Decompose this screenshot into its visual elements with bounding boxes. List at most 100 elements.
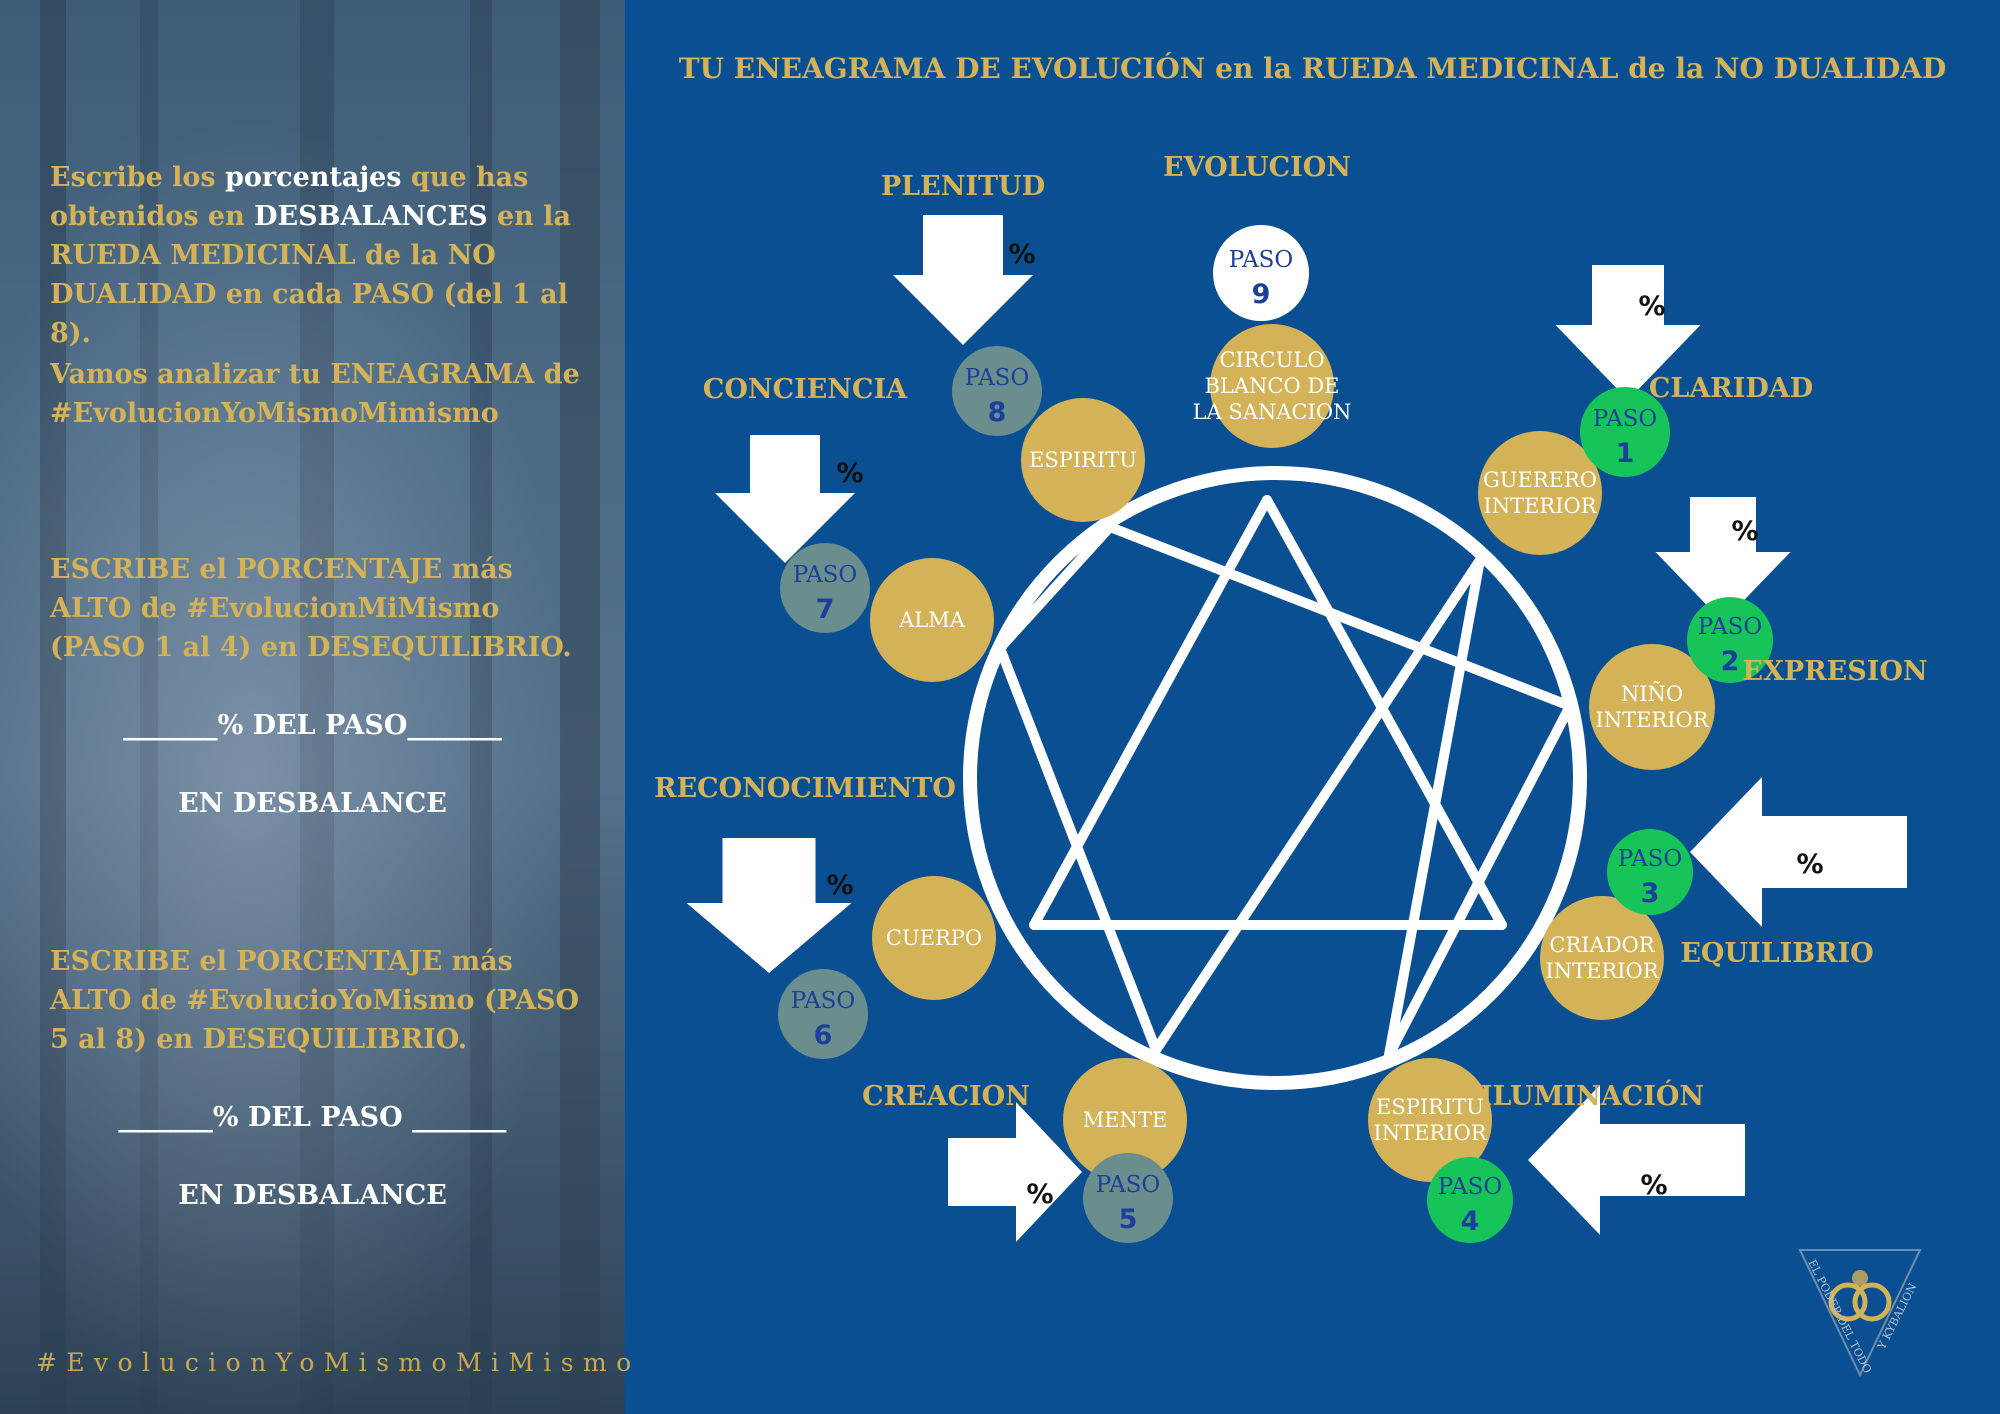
- paso-number-step-2: 2: [1721, 646, 1740, 677]
- center-text-step-3: INTERIOR: [1545, 959, 1659, 983]
- paso-word-step-1: PASO: [1593, 406, 1658, 432]
- center-circle-step-1: [1478, 431, 1602, 555]
- hashtag-footer: #EvolucionYoMismoMiMismo: [36, 1348, 641, 1377]
- hexad-line: [995, 522, 1115, 653]
- paso-number-step-9: 9: [1252, 279, 1271, 310]
- logo-ring-right: [1852, 1282, 1892, 1322]
- center-circle-step-4: [1368, 1058, 1492, 1182]
- center-text-step-4: ESPIRITU: [1376, 1095, 1484, 1119]
- percent-step-5: %: [1026, 1179, 1053, 1210]
- paso-circle-step-2: [1687, 597, 1773, 683]
- hexad-line: [1151, 555, 1485, 1055]
- paso-circle-step-5: [1083, 1153, 1173, 1243]
- hexad-line: [1105, 522, 1575, 711]
- arrow-step-3: [1690, 777, 1907, 927]
- paso-word-step-8: PASO: [965, 365, 1030, 391]
- block2-fill-line: _______% DEL PASO _______: [118, 1102, 507, 1133]
- center-text-step-1: GUERERO: [1483, 468, 1597, 492]
- center-text-step-7: ALMA: [898, 608, 966, 632]
- center-text-step-8: ESPIRITU: [1029, 448, 1137, 472]
- hexad-line: [1384, 701, 1575, 1060]
- center-text-step-3: CRIADOR: [1549, 933, 1655, 957]
- intro-highlight-percentages: porcentajes: [225, 162, 402, 193]
- enneagram-figure: [963, 466, 1587, 1090]
- center-text-step-6: CUERPO: [886, 926, 982, 950]
- center-text-step-2: INTERIOR: [1595, 708, 1709, 732]
- center-text-step-9: BLANCO DE: [1204, 374, 1339, 398]
- center-text-step-9: CIRCULO: [1219, 348, 1324, 372]
- step-label-9: EVOLUCION: [1163, 152, 1351, 183]
- block1-footer: EN DESBALANCE: [178, 788, 447, 819]
- intro-part: que has obtenidos en: [50, 162, 529, 232]
- intro-highlight-imbalances: DESBALANCES: [254, 201, 488, 232]
- block2-footer: EN DESBALANCE: [178, 1180, 447, 1211]
- step-label-5: CREACION: [862, 1081, 1030, 1112]
- step-label-4: ILUMINACIÓN: [1480, 1078, 1704, 1112]
- paso-number-step-6: 6: [814, 1020, 833, 1051]
- arrow-step-8: [893, 215, 1033, 345]
- enneagram-circle: [963, 466, 1587, 1090]
- percent-step-6: %: [826, 870, 853, 901]
- circles-layer: GUEREROINTERIORPASO1NIÑOINTERIORPASO2CRI…: [778, 225, 1773, 1243]
- paso-number-step-4: 4: [1461, 1206, 1480, 1237]
- intro-text: Escribe los porcentajes que has obtenido…: [50, 158, 590, 353]
- paso-circle-step-8: [952, 346, 1042, 436]
- paso-word-step-9: PASO: [1229, 247, 1294, 273]
- logo-figure-head: [1852, 1270, 1868, 1286]
- percent-step-4: %: [1640, 1170, 1667, 1201]
- hexad-line: [1384, 555, 1485, 1060]
- center-circle-step-9: [1210, 324, 1334, 448]
- intro-part: en la RUEDA MEDICINAL de la NO DUALIDAD …: [50, 201, 571, 349]
- paso-circle-step-6: [778, 969, 868, 1059]
- percent-step-7: %: [836, 458, 863, 489]
- logo-triangle: [1798, 1249, 1922, 1378]
- arrow-step-7: [715, 435, 855, 563]
- paso-word-step-7: PASO: [793, 562, 858, 588]
- center-text-step-9: LA SANACION: [1193, 400, 1352, 424]
- paso-circle-step-3: [1607, 829, 1693, 915]
- paso-circle-step-9: [1213, 225, 1309, 321]
- step-label-1: CLARIDAD: [1649, 373, 1813, 404]
- intro-part: Escribe los: [50, 162, 226, 193]
- percent-step-2: %: [1731, 516, 1758, 547]
- paso-number-step-5: 5: [1119, 1204, 1138, 1235]
- arrow-step-1: [1555, 265, 1701, 400]
- arrow-step-4: [1528, 1085, 1745, 1235]
- labels-layer: CLARIDAD EXPRESION EQUILIBRIO ILUMINACIÓN CR…: [654, 152, 1927, 1112]
- analyze-text: Vamos analizar tu ENEAGRAMA de #Evolucio…: [50, 359, 580, 429]
- center-circle-step-6: [872, 876, 996, 1000]
- paso-word-step-6: PASO: [791, 988, 856, 1014]
- page-title: TU ENEAGRAMA DE EVOLUCIÓN en la RUEDA ME…: [678, 52, 1947, 85]
- paso-circle-step-1: [1580, 387, 1670, 477]
- step-label-8: PLENITUD: [881, 171, 1045, 202]
- percent-step-1: %: [1638, 291, 1665, 322]
- block1-fill-line: _______% DEL PASO_______: [123, 710, 502, 741]
- paso-circle-step-4: [1427, 1157, 1513, 1243]
- center-text-step-1: INTERIOR: [1483, 494, 1597, 518]
- block1-instruction: ESCRIBE el PORCENTAJE más ALTO de #Evolu…: [50, 554, 572, 663]
- paso-word-step-2: PASO: [1698, 614, 1763, 640]
- center-circle-step-8: [1021, 398, 1145, 522]
- center-circle-step-2: [1589, 644, 1715, 770]
- paso-circle-step-7: [780, 543, 870, 633]
- percent-step-8: %: [1008, 239, 1035, 270]
- percent-step-3: %: [1796, 849, 1823, 880]
- step-label-3: EQUILIBRIO: [1680, 938, 1873, 969]
- step-label-2: EXPRESION: [1742, 656, 1927, 687]
- arrow-step-5: [948, 1102, 1082, 1242]
- arrows-layer: %%%%%%%%: [686, 215, 1907, 1242]
- triangle-side: [1029, 495, 1272, 930]
- step-label-6: RECONOCIMIENTO: [654, 773, 956, 804]
- center-text-step-5: MENTE: [1083, 1108, 1168, 1132]
- paso-word-step-3: PASO: [1618, 846, 1683, 872]
- center-circle-step-5: [1063, 1058, 1187, 1182]
- hexad-line: [995, 643, 1161, 1055]
- left-panel: Escribe los porcentajes que has obtenido…: [0, 0, 625, 1414]
- paso-number-step-8: 8: [988, 397, 1007, 428]
- arrow-step-6: [686, 838, 852, 973]
- paso-word-step-5: PASO: [1096, 1172, 1161, 1198]
- block2-instruction: ESCRIBE el PORCENTAJE más ALTO de #Evolu…: [50, 946, 580, 1055]
- center-text-step-4: INTERIOR: [1373, 1121, 1487, 1145]
